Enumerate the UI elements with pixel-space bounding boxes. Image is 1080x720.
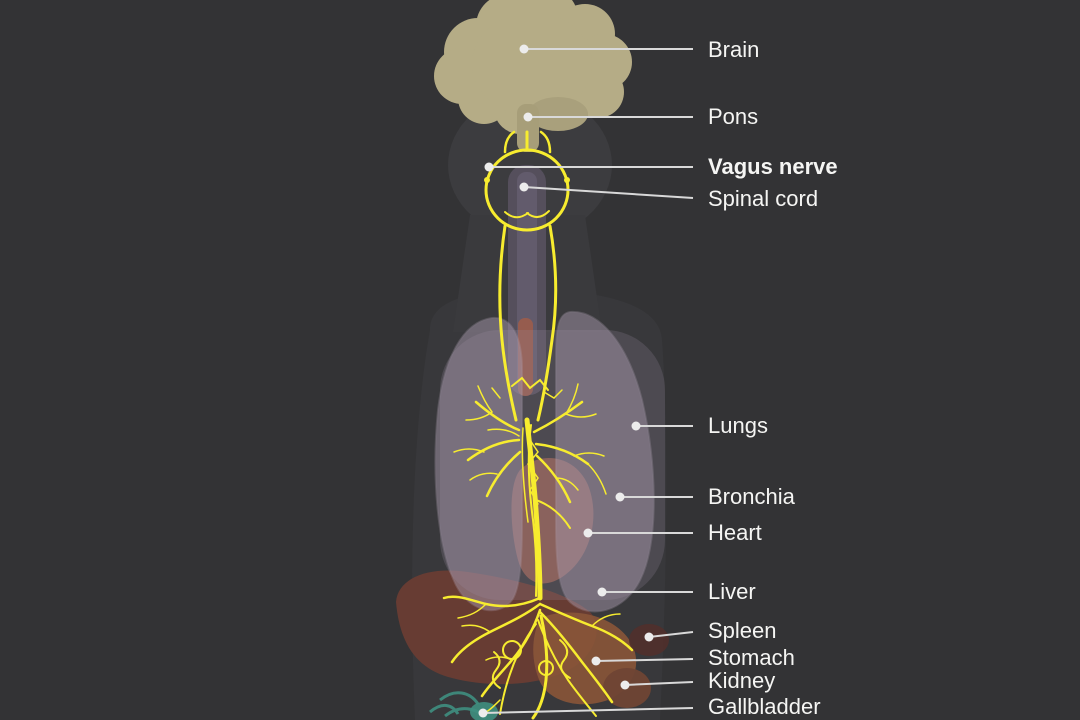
- label-lungs: Lungs: [708, 413, 768, 438]
- label-kidney: Kidney: [708, 668, 776, 693]
- label-bronchia: Bronchia: [708, 484, 795, 509]
- label-spleen: Spleen: [708, 618, 777, 643]
- label-liver: Liver: [708, 579, 756, 604]
- label-brain: Brain: [708, 37, 760, 62]
- label-gallbladder: Gallbladder: [708, 694, 821, 719]
- leader-spinal-cord: [523, 186, 694, 199]
- spinal-cord-shape: [508, 165, 546, 396]
- leader-lines: [482, 48, 694, 714]
- label-heart: Heart: [708, 520, 762, 545]
- leader-gallbladder: [482, 707, 694, 714]
- label-pons: Pons: [708, 104, 759, 129]
- label-spinal-cord: Spinal cord: [708, 186, 819, 211]
- leader-dots: [478, 44, 654, 718]
- leader-stomach: [595, 658, 694, 662]
- cerebellum-shape: [528, 97, 588, 131]
- brain-shape: [434, 0, 632, 152]
- leader-spleen: [648, 631, 694, 638]
- leader-kidney: [624, 681, 694, 686]
- label-stomach: Stomach: [708, 645, 795, 670]
- label-vagus-nerve: Vagus nerve: [708, 154, 838, 179]
